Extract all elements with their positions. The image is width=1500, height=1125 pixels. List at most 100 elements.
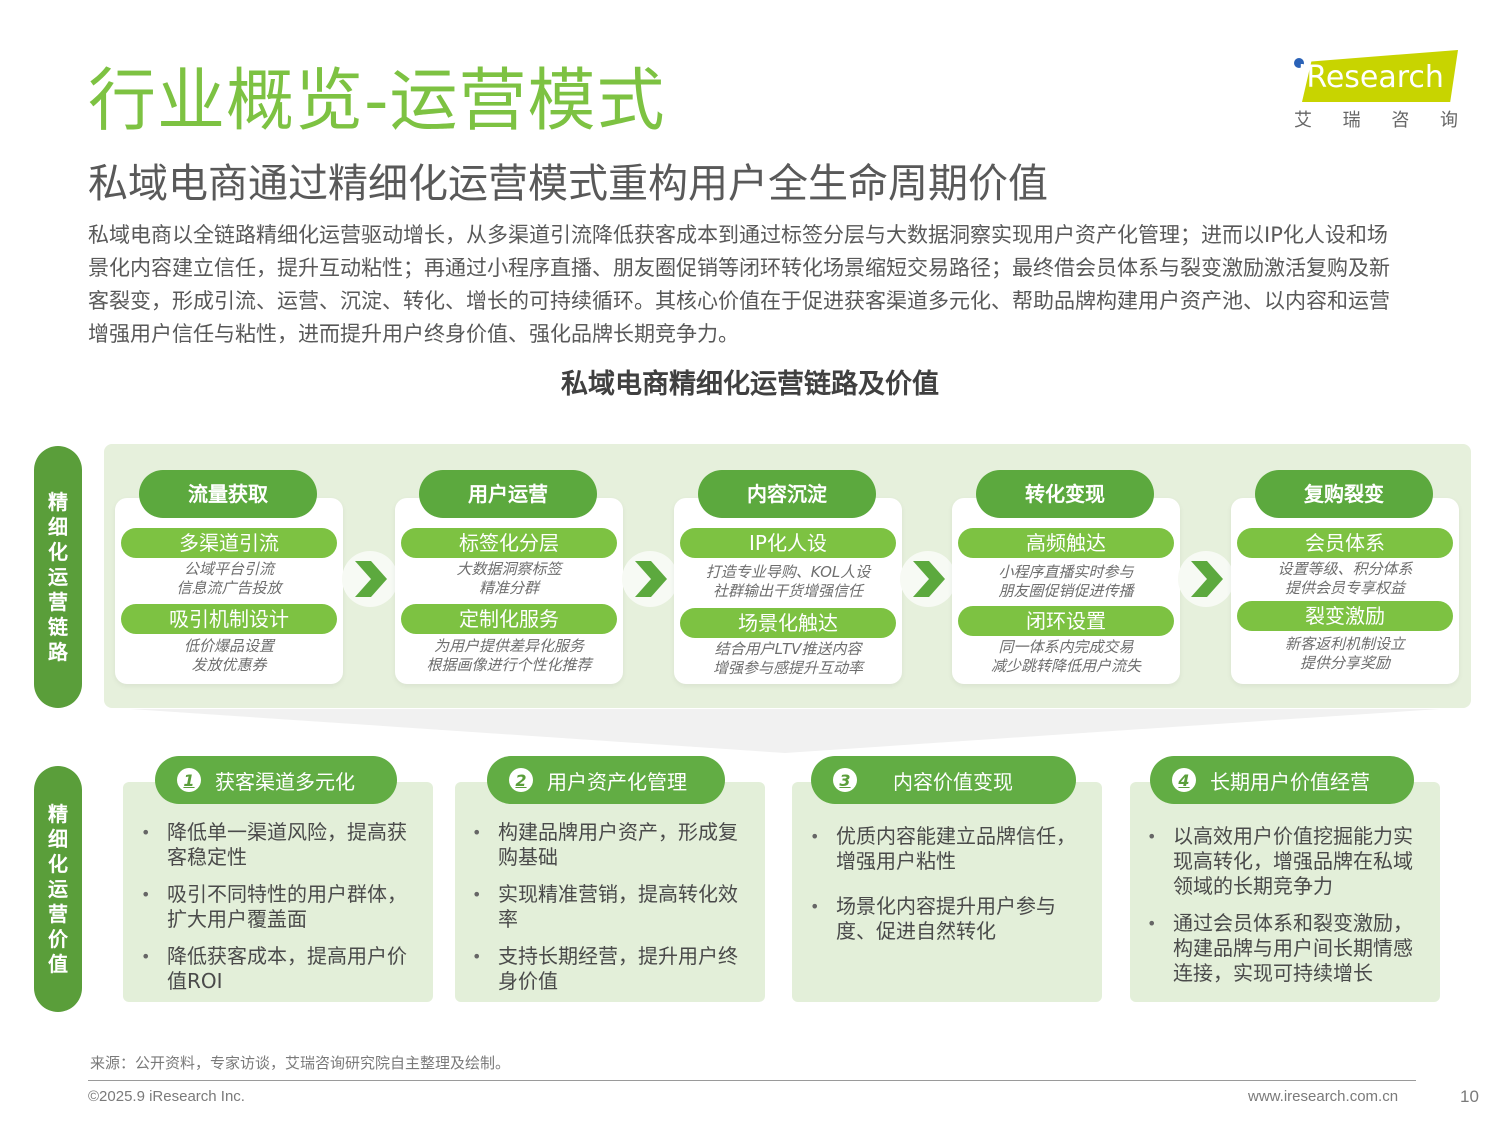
website-link[interactable]: www.iresearch.com.cn — [1248, 1088, 1399, 1105]
stage-item-label: 高频触达 — [958, 528, 1174, 558]
stage-item-desc: 提供会员专享权益 — [1284, 579, 1405, 597]
iresearch-logo: iResearch 艾 瑞 咨 询 — [1288, 48, 1458, 132]
stage-card: 标签化分层 大数据洞察标签 精准分群 定制化服务 为用户提供差异化服务 根据画像… — [395, 498, 623, 684]
logo-char: 咨 — [1391, 110, 1410, 131]
side-char: 值 — [48, 951, 68, 976]
value-bullet: 降低单一渠道风险，提高获客稳定性 — [137, 820, 419, 870]
stage-head: 内容沉淀 — [698, 470, 876, 518]
stage-item-label: IP化人设 — [680, 528, 896, 558]
source-note: 来源：公开资料，专家访谈，艾瑞咨询研究院自主整理及绘制。 — [90, 1054, 511, 1072]
value-title: 用户资产化管理 — [547, 769, 687, 794]
stage-item-desc: 增强参与感提升互动率 — [712, 659, 863, 677]
side-char: 细 — [48, 514, 68, 539]
side-char: 价 — [48, 926, 68, 951]
stage-head: 流量获取 — [139, 470, 317, 518]
logo-dot-icon — [1294, 58, 1304, 68]
funnel-shape — [130, 709, 1440, 753]
number-badge-icon: 1 — [177, 768, 201, 792]
stage-user-operation: 标签化分层 大数据洞察标签 精准分群 定制化服务 为用户提供差异化服务 根据画像… — [395, 470, 623, 684]
stage-head: 用户运营 — [419, 470, 597, 518]
side-label-value: 精 细 化 运 营 价 值 — [34, 766, 82, 1012]
stage-item-desc: 减少跳转降低用户流失 — [990, 657, 1141, 675]
value-list-3: 优质内容能建立品牌信任，增强用户粘性 场景化内容提升用户参与度、促进自然转化 — [806, 824, 1088, 956]
stage-item-label: 会员体系 — [1237, 528, 1453, 558]
side-char: 细 — [48, 826, 68, 851]
value-bullet: 构建品牌用户资产，形成复购基础 — [468, 820, 750, 870]
number-badge-icon: 2 — [509, 768, 533, 792]
stage-item-desc: 为用户提供差异化服务 — [433, 637, 584, 655]
stage-content-accumulation: IP化人设 打造专业导购、KOL人设 社群输出干货增强信任 场景化触达 结合用户… — [674, 470, 902, 684]
stage-item-desc: 发放优惠券 — [191, 656, 267, 674]
stage-head: 转化变现 — [976, 470, 1154, 518]
side-char: 精 — [48, 801, 68, 826]
value-list-2: 构建品牌用户资产，形成复购基础 实现精准营销，提高转化效率 支持长期经营，提升用… — [468, 820, 750, 1006]
stage-card: 会员体系 设置等级、积分体系 提供会员专享权益 裂变激励 新客返利机制设立 提供… — [1231, 498, 1459, 684]
page-title: 行业概览-运营模式 — [88, 62, 666, 141]
value-bullet: 通过会员体系和裂变激励，构建品牌与用户间长期情感连接，实现可持续增长 — [1143, 911, 1425, 986]
stage-item-desc: 小程序直播实时参与 — [998, 563, 1134, 581]
side-char: 路 — [48, 639, 68, 664]
number-badge-icon: 4 — [1172, 768, 1196, 792]
stage-card: IP化人设 打造专业导购、KOL人设 社群输出干货增强信任 场景化触达 结合用户… — [674, 498, 902, 684]
logo-char: 询 — [1439, 110, 1458, 131]
page-subtitle: 私域电商通过精细化运营模式重构用户全生命周期价值 — [88, 161, 1048, 207]
stage-item-desc: 朋友圈促销促进传播 — [998, 582, 1134, 600]
stage-item-desc: 精准分群 — [478, 579, 539, 597]
copyright: ©2025.9 iResearch Inc. — [88, 1088, 245, 1105]
chevron-right-icon — [622, 551, 678, 607]
value-bullet: 吸引不同特性的用户群体，扩大用户覆盖面 — [137, 882, 419, 932]
value-bullet: 以高效用户价值挖掘能力实现高转化，增强品牌在私域领域的长期竞争力 — [1143, 824, 1425, 899]
value-title: 内容价值变现 — [893, 769, 1013, 794]
chevron-right-icon — [1178, 551, 1234, 607]
stage-item-desc: 低价爆品设置 — [183, 637, 274, 655]
side-char: 链 — [48, 614, 68, 639]
stage-item-desc: 社群输出干货增强信任 — [712, 582, 863, 600]
number-badge-icon: 3 — [833, 768, 857, 792]
stage-item-desc: 打造专业导购、KOL人设 — [705, 563, 871, 581]
intro-paragraph: 私域电商以全链路精细化运营驱动增长，从多渠道引流降低获客成本到通过标签分层与大数… — [88, 223, 1390, 346]
footer-divider — [88, 1080, 1416, 1081]
value-bullet: 支持长期经营，提升用户终身价值 — [468, 944, 750, 994]
stage-item-label: 裂变激励 — [1237, 601, 1453, 631]
stage-item-desc: 新客返利机制设立 — [1284, 635, 1405, 653]
side-char: 营 — [48, 589, 68, 614]
stage-card: 高频触达 小程序直播实时参与 朋友圈促销促进传播 闭环设置 同一体系内完成交易 … — [952, 498, 1180, 684]
side-char: 运 — [48, 876, 68, 901]
value-bullet: 场景化内容提升用户参与度、促进自然转化 — [806, 894, 1088, 944]
side-char: 运 — [48, 564, 68, 589]
diagram-title: 私域电商精细化运营链路及价值 — [561, 369, 939, 400]
value-bullet: 降低获客成本，提高用户价值ROI — [137, 944, 419, 994]
stage-item-desc: 公域平台引流 — [183, 560, 274, 578]
logo-char: 艾 — [1294, 110, 1312, 131]
side-char: 营 — [48, 901, 68, 926]
value-list-4: 以高效用户价值挖掘能力实现高转化，增强品牌在私域领域的长期竞争力 通过会员体系和… — [1143, 824, 1425, 998]
logo-chinese: 艾 瑞 咨 询 — [1294, 106, 1458, 132]
stage-conversion: 高频触达 小程序直播实时参与 朋友圈促销促进传播 闭环设置 同一体系内完成交易 … — [952, 470, 1180, 684]
stage-item-label: 多渠道引流 — [121, 528, 337, 558]
value-list-1: 降低单一渠道风险，提高获客稳定性 吸引不同特性的用户群体，扩大用户覆盖面 降低获… — [137, 820, 419, 1006]
value-head-3: 3 内容价值变现 — [811, 756, 1076, 804]
stage-traffic-acquisition: 多渠道引流 公域平台引流 信息流广告投放 吸引机制设计 低价爆品设置 发放优惠券… — [115, 470, 343, 684]
stage-item-label: 闭环设置 — [958, 606, 1174, 636]
stage-item-desc: 提供分享奖励 — [1299, 654, 1390, 672]
logo-char: 瑞 — [1342, 110, 1361, 131]
stage-item-label: 吸引机制设计 — [121, 604, 337, 634]
side-label-chain: 精 细 化 运 营 链 路 — [34, 446, 82, 708]
stage-item-label: 场景化触达 — [680, 608, 896, 638]
chevron-right-icon — [342, 551, 398, 607]
stage-head: 复购裂变 — [1255, 470, 1433, 518]
stage-item-desc: 根据画像进行个性化推荐 — [426, 656, 592, 674]
side-char: 化 — [48, 851, 68, 876]
side-char: 精 — [48, 489, 68, 514]
value-title: 长期用户价值经营 — [1210, 769, 1370, 794]
value-card-3 — [792, 782, 1102, 1002]
stage-item-desc: 同一体系内完成交易 — [998, 638, 1134, 656]
stage-repurchase-fission: 会员体系 设置等级、积分体系 提供会员专享权益 裂变激励 新客返利机制设立 提供… — [1231, 470, 1459, 684]
value-head-4: 4 长期用户价值经营 — [1150, 756, 1414, 804]
chevron-right-icon — [900, 551, 956, 607]
value-bullet: 实现精准营销，提高转化效率 — [468, 882, 750, 932]
side-char: 化 — [48, 539, 68, 564]
logo-text: iResearch — [1298, 60, 1444, 95]
page-number: 10 — [1460, 1087, 1479, 1106]
stage-item-label: 定制化服务 — [401, 604, 617, 634]
